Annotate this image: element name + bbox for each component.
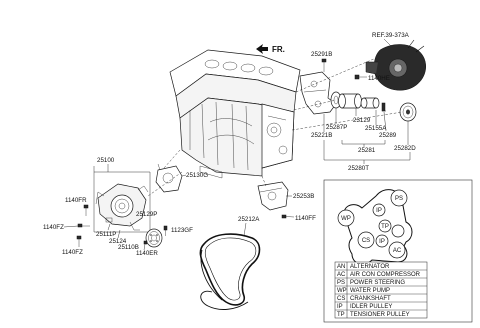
label-25129P[interactable]: 25129P (136, 211, 157, 218)
label-25130G[interactable]: 25130G (186, 172, 208, 179)
pulley-an (391, 224, 405, 238)
label-25111P[interactable]: 25111P (96, 231, 116, 238)
drive-belt (199, 233, 261, 310)
label-23129[interactable]: 23129 (353, 117, 371, 124)
label-25155A[interactable]: 25155A (365, 125, 387, 132)
label-25212A[interactable]: 25212A (238, 216, 260, 223)
label-25282D[interactable]: 25282D (394, 145, 416, 152)
label-1140ER[interactable]: 1140ER (136, 250, 158, 257)
label-25253B[interactable]: 25253B (293, 193, 314, 200)
label-1140FF[interactable]: 1140FF (295, 215, 316, 222)
bracket-25253B (257, 181, 289, 211)
idler-pulley-parts (330, 91, 386, 112)
legend-name-cs: CRANKSHAFT (350, 296, 391, 302)
label-1123GF[interactable]: 1123GF (171, 227, 193, 234)
legend-name-wp: WATER PUMP (350, 288, 390, 294)
svg-text:IP: IP (376, 208, 382, 214)
bolt-1140ER (143, 240, 148, 245)
label-25280T[interactable]: 25280T (348, 165, 369, 172)
bolt-1140FF (281, 214, 295, 219)
pulley-tp: TP (378, 219, 392, 233)
bolt-1140HE (354, 74, 367, 80)
pulley-ip-bottom: IP (375, 234, 389, 248)
bolt-1140FZ-a (77, 223, 90, 228)
water-pump-pulley (145, 228, 163, 248)
label-25100[interactable]: 25100 (97, 157, 115, 164)
ref-label[interactable]: REF.39-373A (372, 32, 410, 39)
tensioner-pulley (399, 102, 417, 122)
belt-routing-inset: PS WP IP TP IP CS AC (323, 179, 473, 323)
water-pump (95, 183, 149, 231)
label-25281[interactable]: 25281 (358, 147, 376, 154)
bolt-1123GF (163, 225, 168, 236)
legend-name-an: ALTERNATOR (350, 264, 390, 270)
legend-name-ps: POWER STEERING (350, 280, 405, 286)
engine-block (169, 49, 301, 179)
legend-name-ac: AIR CON COMPRESSOR (350, 272, 421, 278)
legend-code-ip: IP (337, 304, 343, 310)
legend-code-an: AN (337, 264, 345, 270)
bolt-1140FR (83, 204, 89, 216)
svg-text:IP: IP (379, 239, 385, 245)
pulley-ac: AC (388, 241, 406, 259)
pulley-ps: PS (390, 189, 408, 207)
front-arrow-icon (256, 44, 268, 54)
label-1140HE[interactable]: 1140HE (368, 75, 390, 82)
label-25291B[interactable]: 25291B (311, 51, 332, 58)
svg-text:TP: TP (381, 224, 389, 230)
svg-text:WP: WP (341, 216, 351, 222)
label-1140FZ-b[interactable]: 1140FZ (62, 249, 83, 256)
alternator-assembly (365, 39, 426, 91)
alternator-bracket (299, 71, 337, 115)
legend-code-cs: CS (337, 296, 345, 302)
bolt-25291B (321, 58, 327, 72)
legend-code-tp: TP (337, 312, 345, 318)
label-25221B[interactable]: 25221B (311, 132, 332, 139)
front-direction-indicator: FR. (256, 44, 285, 54)
pulley-wp: WP (337, 209, 355, 227)
legend-name-tp: TENSIONER PULLEY (350, 312, 410, 318)
label-25289[interactable]: 25289 (379, 132, 397, 139)
legend-code-ac: AC (337, 272, 346, 278)
front-label: FR. (272, 45, 285, 54)
pulley-ip-top: IP (372, 203, 386, 217)
legend-table: AN ALTERNATOR AC AIR CON COMPRESSOR PS P… (334, 261, 428, 319)
legend-name-ip: IDLER PULLEY (350, 304, 392, 310)
label-25287P[interactable]: 25287P (326, 124, 347, 131)
svg-text:PS: PS (395, 196, 403, 202)
pulley-cs: CS (357, 231, 375, 249)
label-25110B[interactable]: 25110B (118, 244, 139, 251)
legend-code-wp: WP (337, 288, 347, 294)
label-25124[interactable]: 25124 (109, 238, 127, 245)
bolt-1140FZ-b (76, 235, 82, 247)
svg-text:AC: AC (393, 248, 402, 254)
label-1140FZ-a[interactable]: 1140FZ (43, 224, 64, 231)
label-1140FR[interactable]: 1140FR (65, 197, 87, 204)
legend-code-ps: PS (337, 280, 345, 286)
svg-text:CS: CS (362, 238, 370, 244)
